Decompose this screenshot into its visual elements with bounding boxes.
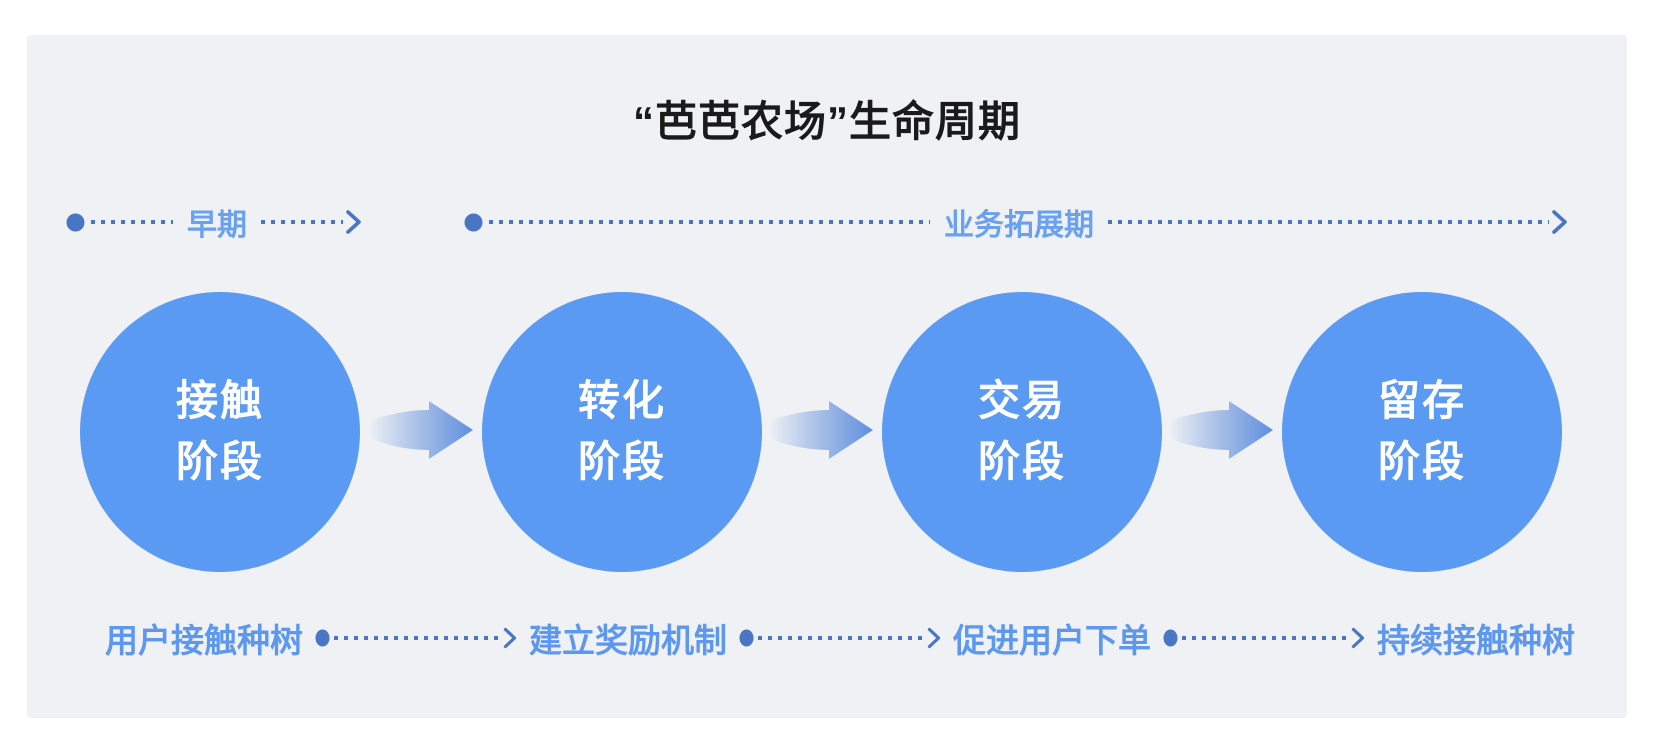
arrow-right-icon	[346, 210, 361, 234]
flow-arrow-icon	[369, 401, 473, 459]
bottom-steps-row: 用户接触种树 建立奖励机制 促进用户下单 持续接触种树	[105, 618, 1575, 659]
stage-label-line1: 留存	[1377, 377, 1466, 425]
stage-label-line1: 转化	[577, 377, 666, 425]
stage-circle-conversion: 转化 阶段	[482, 292, 762, 572]
step-dot-icon	[1163, 629, 1178, 647]
stage-label-line2: 阶段	[577, 438, 666, 485]
stage-circle-transaction: 交易 阶段	[882, 292, 1162, 572]
stage-label-line1: 接触	[175, 377, 264, 425]
step-label-contact-trees: 用户接触种树	[105, 622, 303, 659]
dashed-line	[261, 220, 343, 224]
stage-label-line1: 交易	[977, 377, 1066, 425]
timeline-label-expansion: 业务拓展期	[944, 209, 1094, 242]
timeline-label-early: 早期	[187, 209, 247, 242]
dashed-line	[91, 220, 173, 224]
stage-label-line2: 阶段	[175, 438, 264, 485]
step-label-reward-mechanism: 建立奖励机制	[529, 622, 727, 659]
step-label-continuous-trees: 持续接触种树	[1377, 622, 1575, 659]
stage-circle-contact: 接触 阶段	[80, 292, 360, 572]
step-dot-icon	[315, 629, 330, 647]
arrow-right-icon	[503, 627, 517, 649]
arrow-right-icon	[927, 627, 941, 649]
flow-arrow-icon	[769, 401, 873, 459]
step-connector	[315, 627, 517, 649]
arrow-right-icon	[1552, 210, 1567, 234]
dashed-line	[758, 636, 923, 640]
step-connector	[1163, 627, 1365, 649]
dashed-line	[1108, 220, 1549, 224]
dashed-line	[1182, 636, 1347, 640]
diagram-title: “芭芭农场”生命周期	[632, 98, 1021, 145]
timeline-start-dot-icon	[66, 213, 85, 231]
stage-circle-retention: 留存 阶段	[1282, 292, 1562, 572]
step-label-promote-orders: 促进用户下单	[953, 622, 1151, 659]
arrow-right-icon	[1351, 627, 1365, 649]
timeline-early: 早期	[66, 204, 362, 242]
stage-label-line2: 阶段	[977, 438, 1066, 485]
lifecycle-panel: “芭芭农场”生命周期 早期 业务拓展期 接触 阶段 转化 阶段 交易 阶段 留存…	[27, 35, 1627, 718]
step-connector	[739, 627, 941, 649]
flow-arrow-icon	[1169, 401, 1273, 459]
dashed-line	[334, 636, 499, 640]
step-dot-icon	[739, 629, 754, 647]
timeline-start-dot-icon	[464, 213, 483, 231]
stage-label-line2: 阶段	[1377, 438, 1466, 485]
dashed-line	[489, 220, 930, 224]
timeline-expansion: 业务拓展期	[464, 204, 1568, 242]
